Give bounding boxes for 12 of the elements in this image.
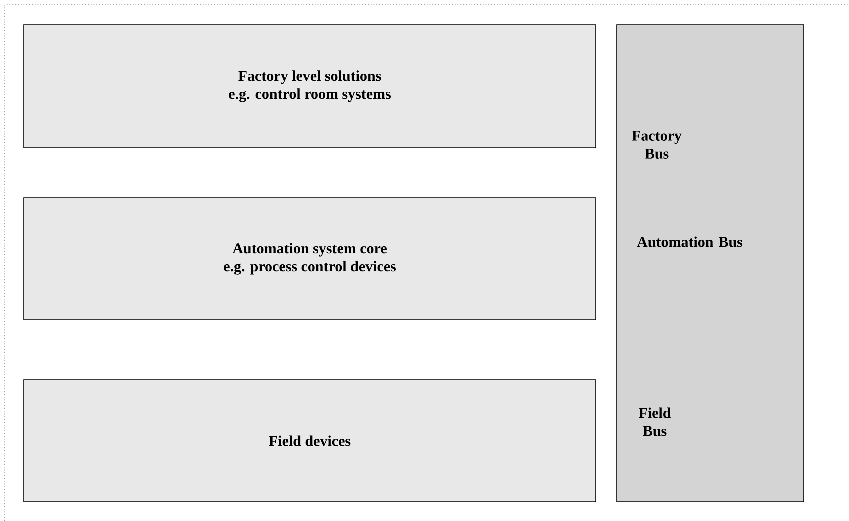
box-text: e.g. control room systems — [229, 88, 392, 102]
layer-box — [24, 380, 596, 502]
box-text: Field devices — [269, 436, 351, 446]
box-text: e.g. process control devices — [224, 261, 396, 275]
bus-label: Field Bus — [639, 408, 672, 436]
box-text: Factory level solutions — [238, 70, 382, 84]
box-text: Automation system core — [232, 243, 387, 257]
layer-box — [24, 198, 596, 320]
bus-column — [616, 24, 804, 502]
bus-label: Automation Bus — [637, 236, 743, 248]
layer-box — [24, 24, 596, 148]
bus-label: Factory Bus — [632, 131, 682, 159]
